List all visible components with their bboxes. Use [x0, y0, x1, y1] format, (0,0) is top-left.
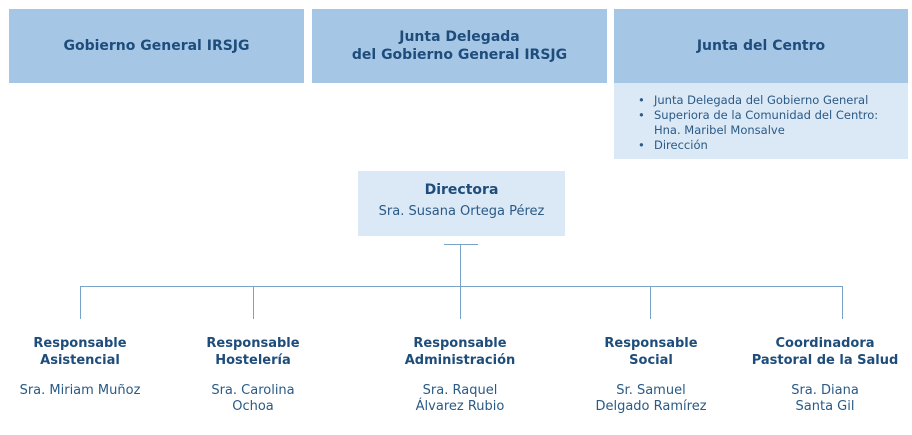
connector-drop	[253, 286, 254, 319]
junta-centro-members-list: Junta Delegada del Gobierno General Supe…	[614, 93, 908, 153]
department-role: Coordinadora Pastoral de la Salud	[751, 336, 899, 368]
department-node: Coordinadora Pastoral de la Salud Sra. D…	[741, 335, 909, 415]
connector-drop	[650, 286, 651, 319]
department-person: Sra. Diana Santa Gil	[791, 383, 859, 414]
gobierno-general-title: Gobierno General IRSJG	[63, 38, 250, 54]
connector-drop	[80, 286, 81, 319]
director-title: Directora	[424, 182, 499, 198]
connector-drop	[842, 286, 843, 319]
connector-horizontal	[80, 286, 843, 287]
member-item: Dirección	[638, 138, 908, 153]
director-box: Directora Sra. Susana Ortega Pérez	[358, 171, 565, 236]
department-person: Sra. Carolina Ochoa	[211, 383, 295, 414]
connector-vertical-main	[460, 245, 461, 319]
department-node: Responsable Administración Sra. Raquel Á…	[375, 335, 545, 415]
junta-delegada-box: Junta Delegada del Gobierno General IRSJ…	[312, 9, 607, 83]
department-person: Sr. Samuel Delgado Ramírez	[595, 383, 707, 414]
department-role: Responsable Administración	[404, 336, 516, 368]
gobierno-general-box: Gobierno General IRSJG	[9, 9, 304, 83]
junta-centro-box: Junta del Centro	[614, 9, 908, 83]
department-person: Sra. Miriam Muñoz	[19, 383, 141, 398]
department-role: Responsable Social	[604, 336, 698, 368]
junta-centro-title: Junta del Centro	[696, 38, 826, 54]
department-role: Responsable Asistencial	[33, 336, 127, 368]
department-node: Responsable Asistencial Sra. Miriam Muño…	[0, 335, 165, 399]
department-node: Responsable Hostelería Sra. Carolina Och…	[168, 335, 338, 415]
director-name: Sra. Susana Ortega Pérez	[378, 204, 545, 219]
junta-centro-members-panel: Junta Delegada del Gobierno General Supe…	[614, 83, 908, 159]
member-item: Superiora de la Comunidad del Centro: Hn…	[638, 108, 908, 138]
member-item: Junta Delegada del Gobierno General	[638, 93, 908, 108]
department-node: Responsable Social Sr. Samuel Delgado Ra…	[566, 335, 736, 415]
department-role: Responsable Hostelería	[206, 336, 300, 368]
director-underline	[444, 244, 478, 245]
junta-delegada-title: Junta Delegada del Gobierno General IRSJ…	[351, 29, 568, 63]
department-person: Sra. Raquel Álvarez Rubio	[415, 383, 505, 414]
